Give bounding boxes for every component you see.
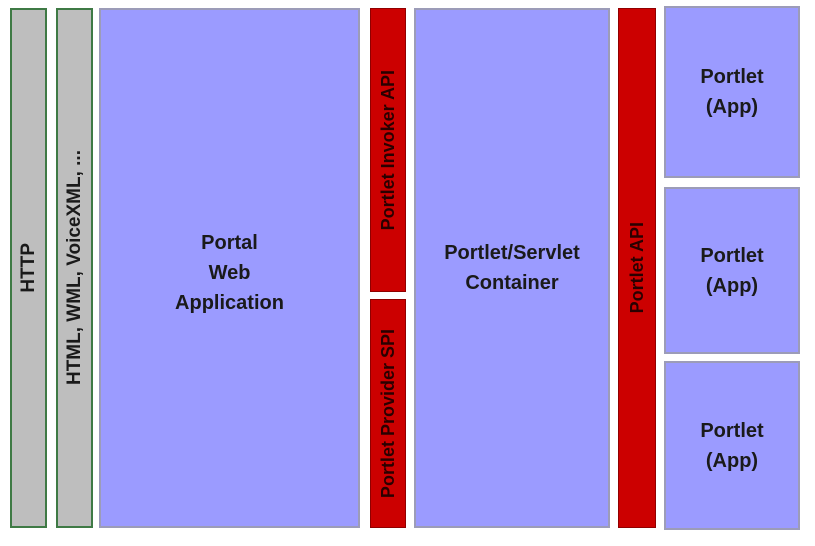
portal-label-line-1: Portal (201, 232, 258, 254)
portlet-app-line-2: (App) (705, 274, 759, 297)
portal-web-application-box: Portal Web Application (99, 8, 360, 528)
portlet-invoker-api-bar: Portlet Invoker API (370, 8, 406, 292)
provider-spi-label: Portlet Provider SPI (377, 328, 398, 499)
portal-label-line-2: Web (208, 262, 251, 284)
portlet-app-label: Portlet (App) (700, 241, 763, 301)
http-layer: HTTP (10, 8, 47, 528)
markup-layer: HTML, WML, VoiceXML, ... (56, 8, 93, 528)
markup-label: HTML, WML, VoiceXML, ... (63, 150, 85, 386)
portlet-app-label: Portlet (App) (700, 62, 763, 122)
portal-label: Portal Web Application (175, 228, 284, 318)
portlet-app-box: Portlet (App) (664, 187, 800, 354)
container-label-line-2: Container (465, 272, 559, 294)
portlet-app-line-2: (App) (705, 96, 759, 118)
portlet-api-label: Portlet API (626, 222, 647, 314)
portal-label-line-3: Application (175, 292, 284, 314)
portlet-app-box: Portlet (App) (664, 361, 800, 530)
portlet-app-line-2: (App) (705, 449, 759, 472)
portlet-servlet-container-box: Portlet/Servlet Container (414, 8, 610, 528)
portlet-app-box: Portlet (App) (664, 6, 800, 178)
portlet-app-line-1: Portlet (700, 419, 764, 442)
http-label: HTTP (17, 243, 39, 293)
portlet-app-line-1: Portlet (700, 244, 764, 267)
invoker-api-label: Portlet Invoker API (377, 69, 398, 231)
container-label-line-1: Portlet/Servlet (444, 242, 580, 264)
portlet-api-bar: Portlet API (618, 8, 656, 528)
portlet-app-label: Portlet (App) (700, 416, 763, 476)
container-label: Portlet/Servlet Container (444, 238, 580, 298)
portlet-provider-spi-bar: Portlet Provider SPI (370, 299, 406, 528)
portlet-app-line-1: Portlet (700, 66, 764, 88)
